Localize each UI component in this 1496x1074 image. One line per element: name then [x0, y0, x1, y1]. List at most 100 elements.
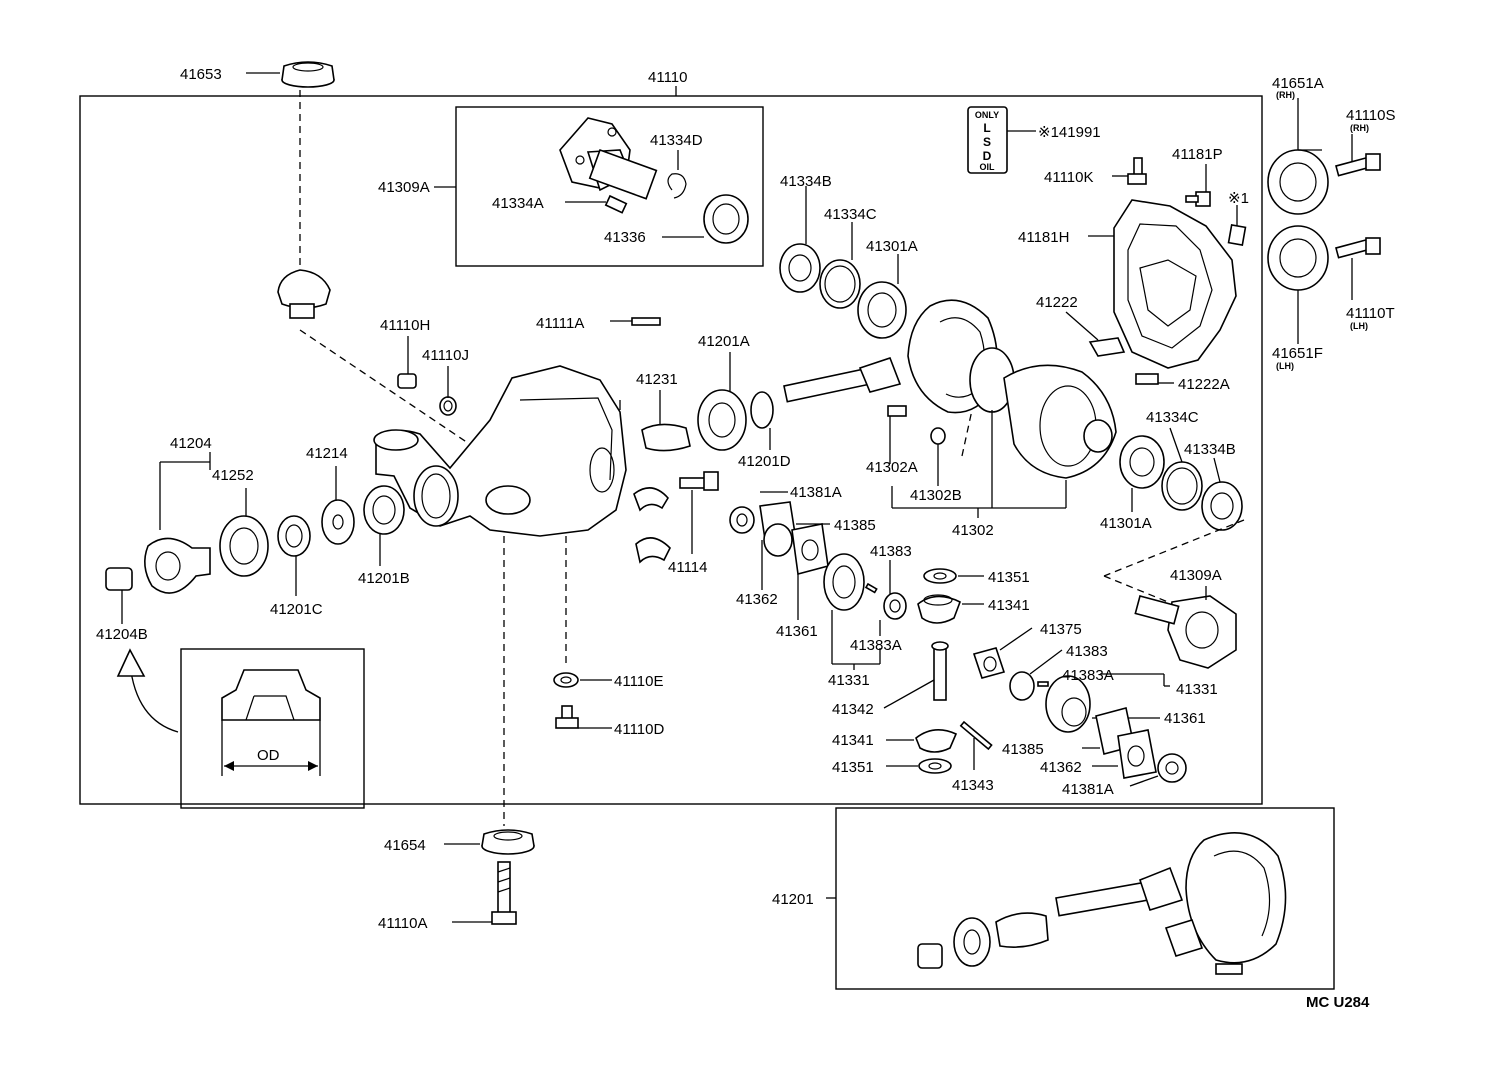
diagram-code: MC U284 — [1306, 994, 1370, 1011]
kit-spacer — [995, 912, 1049, 948]
svg-text:L: L — [983, 121, 990, 135]
label-rh-2: (RH) — [1350, 123, 1369, 133]
companion-flange-inset — [559, 117, 658, 200]
bearing-cup-top — [779, 243, 821, 293]
label-41204B: 41204B — [96, 626, 148, 643]
kit-ring-gear — [1185, 832, 1287, 964]
label-41362-right: 41362 — [1040, 759, 1082, 776]
thrust-washer-left — [729, 506, 755, 534]
shim-right — [1161, 461, 1203, 511]
flange-nut — [105, 567, 133, 591]
label-41351-top: 41351 — [988, 569, 1030, 586]
clutch-disc-left — [791, 523, 829, 576]
drain-plug-h — [397, 373, 417, 389]
thrust-washer-bottom — [918, 758, 952, 774]
label-41110H: 41110H — [380, 317, 430, 334]
label-41651A: 41651A — [1272, 75, 1324, 92]
label-41385-bottom: 41385 — [1002, 741, 1044, 758]
cap-bolt — [679, 471, 719, 491]
label-41343: 41343 — [952, 777, 994, 794]
carrier-bolt — [887, 405, 907, 417]
drive-pinion — [783, 356, 902, 403]
label-41361-right: 41361 — [1164, 710, 1206, 727]
label-41361-left: 41361 — [776, 623, 818, 640]
pinion-gear-bottom — [915, 729, 958, 753]
shaft-block — [972, 647, 1006, 679]
label-41201D: 41201D — [738, 453, 791, 470]
snap-ring — [667, 173, 687, 199]
inset-bolt — [604, 194, 628, 214]
label-41110D: 41110D — [614, 721, 664, 738]
label-41110E: 41110E — [614, 673, 664, 690]
drain-plug-d — [555, 705, 579, 729]
label-41201: 41201 — [772, 891, 814, 908]
bearing-right — [1119, 435, 1165, 489]
side-flange-lh — [1267, 225, 1329, 291]
washer-right — [1009, 671, 1035, 701]
pinion-gear-top — [917, 594, 962, 624]
label-41201B: 41201B — [358, 570, 410, 587]
side-flange-rh — [1267, 149, 1329, 215]
label-41385-top: 41385 — [834, 517, 876, 534]
bearing-cup-right — [1201, 481, 1243, 531]
pinion-shaft — [931, 641, 949, 701]
dust-deflector — [219, 515, 269, 577]
seal-packing-square — [1227, 223, 1247, 247]
svg-text:S: S — [983, 135, 991, 149]
label-41334C-top: 41334C — [824, 206, 877, 223]
label-41231: 41231 — [636, 371, 678, 388]
label-41381A-top: 41381A — [790, 484, 842, 501]
label-41204: 41204 — [170, 435, 212, 452]
lower-mount-bushing — [481, 829, 535, 855]
nut-detail-frame — [180, 648, 365, 809]
label-41201C: 41201C — [270, 601, 323, 618]
label-41181P: 41181P — [1172, 146, 1223, 163]
label-41362-left: 41362 — [736, 591, 778, 608]
label-41201A: 41201A — [698, 333, 750, 350]
label-41309A-right: 41309A — [1170, 567, 1222, 584]
side-bolt-rh — [1335, 153, 1381, 177]
pin-41111A — [631, 317, 661, 326]
pinion-washer-left — [883, 592, 907, 620]
pinion-washer — [750, 391, 774, 429]
label-41331-right: 41331 — [1176, 681, 1218, 698]
label-41381A-bottom: 41381A — [1062, 781, 1114, 798]
label-41181H: 41181H — [1018, 229, 1069, 246]
label-41334B-right: 41334B — [1184, 441, 1236, 458]
shim-top — [819, 259, 861, 309]
label-41375: 41375 — [1040, 621, 1082, 638]
rear-pinion-bearing — [697, 389, 747, 451]
kit-seal — [953, 917, 991, 967]
nut-detail — [221, 669, 321, 776]
mount-cushion — [277, 269, 331, 319]
kit-pinion — [1055, 866, 1184, 917]
label-41301A-right: 41301A — [1100, 515, 1152, 532]
label-41342: 41342 — [832, 701, 874, 718]
kit-lock-plate — [1164, 919, 1204, 957]
side-gear-right — [1045, 675, 1091, 733]
label-41336: 41336 — [604, 229, 646, 246]
label-41334C-right: 41334C — [1146, 409, 1199, 426]
label-41341-bottom: 41341 — [832, 732, 874, 749]
bearing-lock-plate — [1088, 337, 1126, 357]
drain-gasket-e — [553, 672, 579, 688]
differential-carrier-cover — [1113, 199, 1237, 369]
label-41309A-top: 41309A — [378, 179, 430, 196]
side-bearing-spacer — [930, 427, 946, 445]
oil-seal-front — [277, 515, 311, 557]
companion-flange — [144, 537, 211, 594]
svg-text:D: D — [983, 149, 992, 163]
side-bolt-lh — [1335, 237, 1381, 259]
label-41110T: 41110T — [1346, 305, 1395, 322]
clutch-disc-right — [1117, 729, 1157, 779]
differential-case — [969, 347, 1117, 479]
breather-plug — [1127, 157, 1147, 185]
label-41334D: 41334D — [650, 132, 703, 149]
label-41110K: 41110K — [1044, 169, 1094, 186]
lock-pin — [959, 720, 993, 751]
lsd-oil-plate: ONLY L S D OIL — [967, 106, 1008, 174]
cover-bolt — [1185, 191, 1211, 207]
svg-text:ONLY: ONLY — [975, 110, 999, 120]
main-assembly-frame — [79, 95, 1263, 805]
